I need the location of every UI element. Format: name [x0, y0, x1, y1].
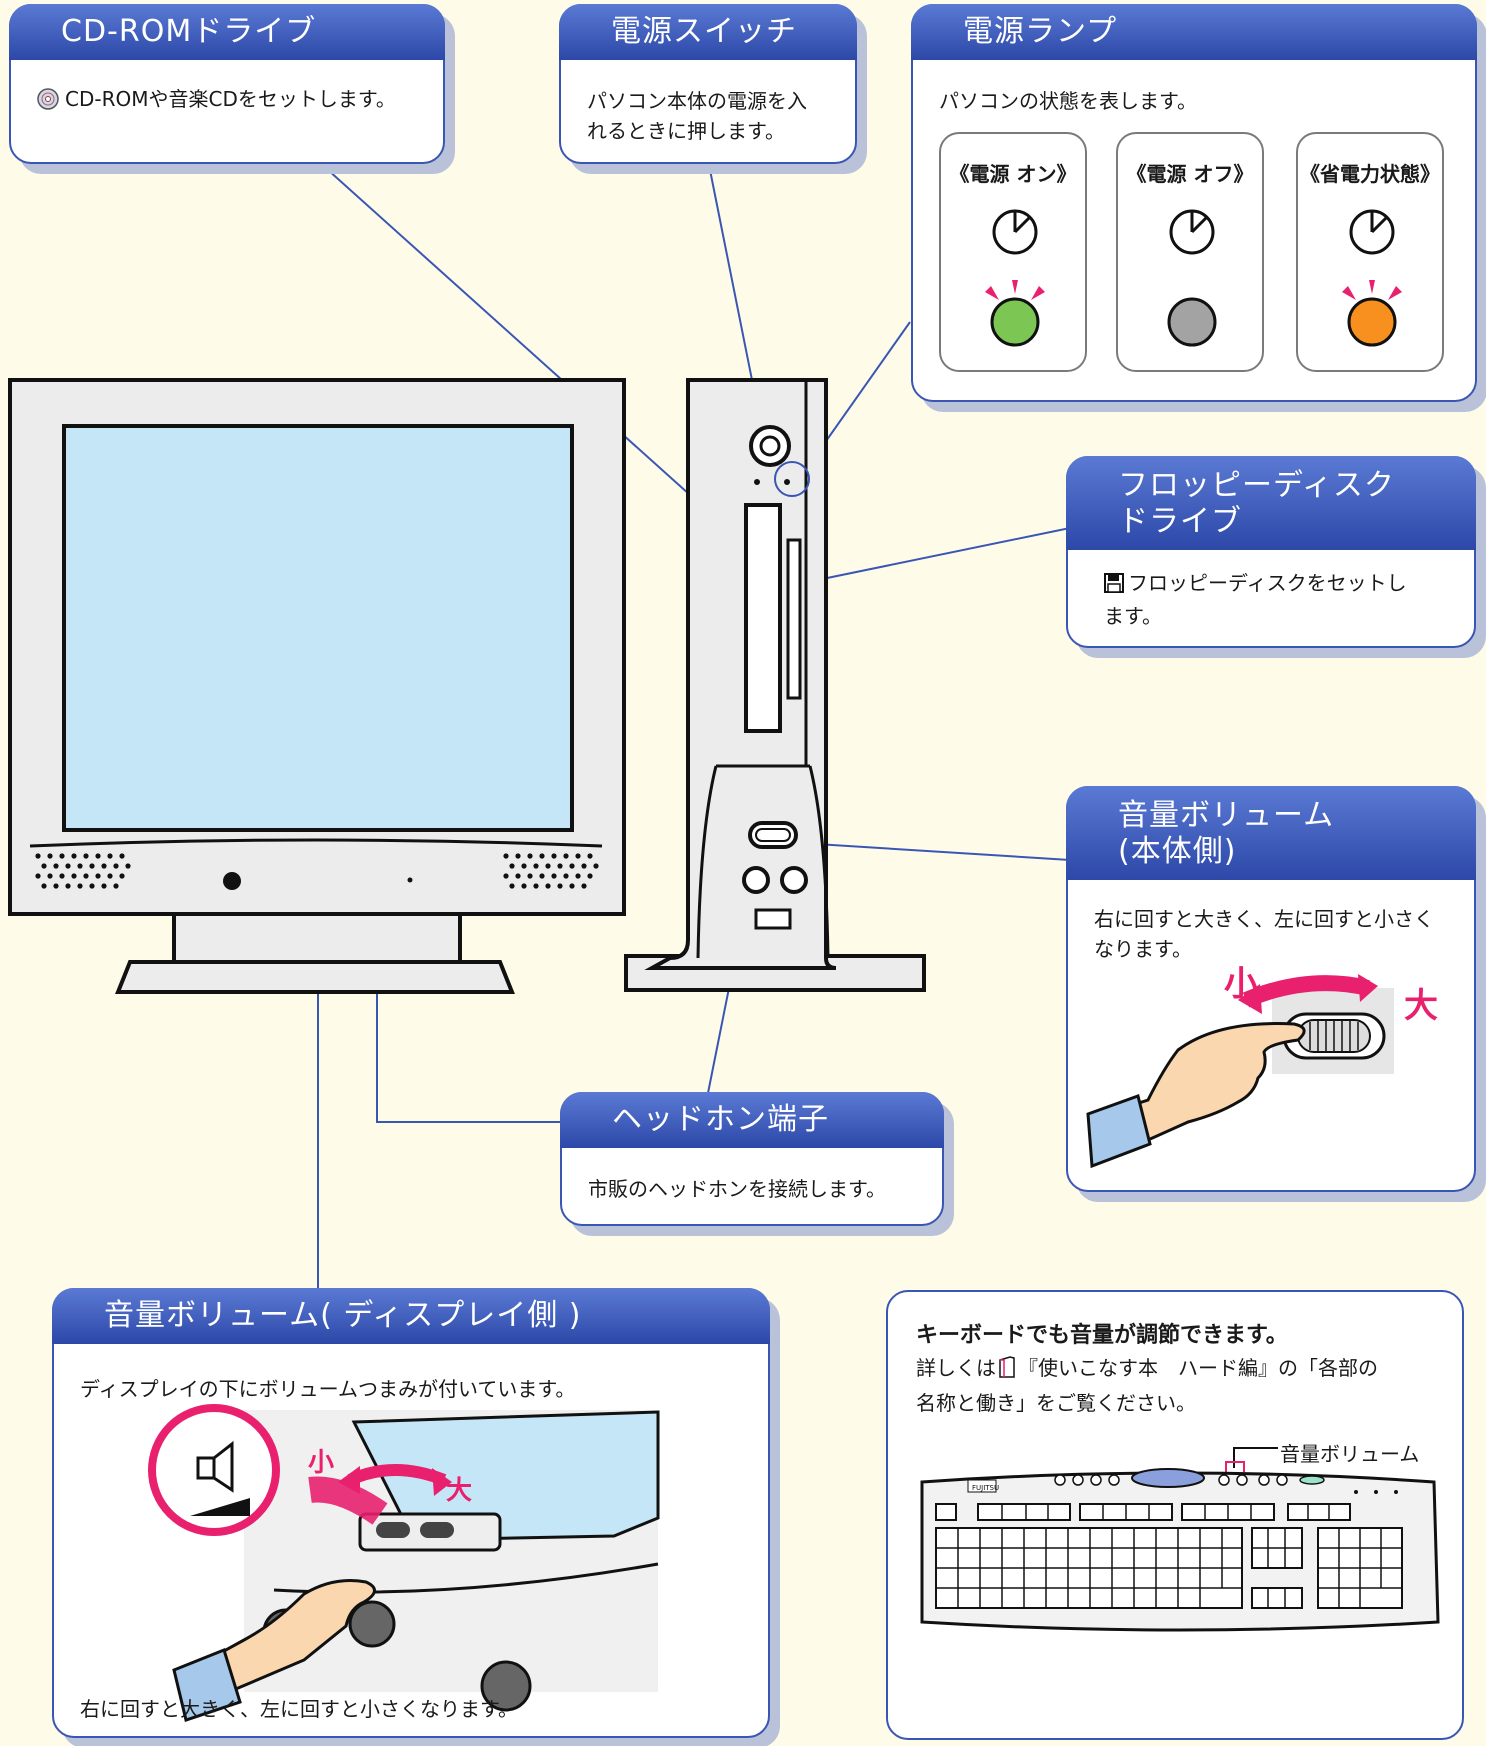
volume-body-title: 音量ボリューム (本体側): [1066, 786, 1476, 880]
volume-display-small-label: 小: [308, 1448, 335, 1478]
power-lamp-callout: 電源ランプ パソコンの状態を表します。 《電源 オン》 《電源 オフ》: [911, 4, 1477, 402]
blink-indicator-icon: [985, 280, 1045, 300]
lamp-indicator: [990, 297, 1040, 347]
floppy-description-line1: フロッピーディスクをセットし: [1128, 571, 1407, 595]
floppy-title-line1: フロッピーディスク: [1118, 468, 1395, 503]
volume-display-large-label: 大: [446, 1476, 473, 1506]
monitor-volume-knob: [223, 872, 241, 890]
floppy-title: フロッピーディスク ドライブ: [1066, 456, 1476, 550]
volume-body-large-label: 大: [1404, 986, 1438, 1026]
tower-pc: [624, 378, 926, 992]
power-symbol-icon: [992, 209, 1038, 255]
lamp-indicator: [1167, 297, 1217, 347]
hand: [1092, 1022, 1306, 1156]
keyboard-brand: FUJITSU: [972, 1484, 999, 1492]
volume-body-description-line2: なります。: [1094, 937, 1192, 961]
power-symbol-icon: [1349, 209, 1395, 255]
cdrom-drive: [744, 503, 782, 733]
sleeve: [172, 1648, 242, 1722]
right-speaker-grille: [503, 853, 599, 889]
headphone-title: ヘッドホン端子: [560, 1092, 944, 1148]
lamp-state-label: 《電源 オン》: [949, 162, 1077, 186]
volume-display-rotate-description: 右に回すと大きく、左に回すと小さくなります。: [80, 1697, 518, 1721]
floppy-description-line2: ます。: [1104, 604, 1162, 628]
cdrom-callout: CD-ROMドライブ CD-ROMや音楽CDをセットします。: [9, 4, 445, 164]
manual-book-icon: [998, 1355, 1016, 1387]
power-switch: [749, 425, 791, 467]
blink-indicator-icon: [1342, 280, 1402, 300]
speaker-icon: [196, 1440, 234, 1493]
volume-display-callout: 音量ボリューム( ディスプレイ側 ) ディスプレイの下にボリュームつまみが付いて…: [52, 1288, 770, 1738]
lamp-indicator: [1347, 297, 1397, 347]
volume-body-callout: 音量ボリューム (本体側) 右に回すと大きく、左に回すと小さく なります。 小 …: [1066, 786, 1476, 1192]
volume-display-title: 音量ボリューム( ディスプレイ側 ): [52, 1288, 770, 1344]
volume-body-title-line2: (本体側): [1118, 834, 1237, 869]
volume-body-small-label: 小: [1224, 964, 1258, 1004]
keyboard-tip-text-prefix: 詳しくは: [916, 1356, 996, 1380]
volume-display-description: ディスプレイの下にボリュームつまみが付いています。: [80, 1377, 576, 1401]
keyboard-tip-title: キーボードでも音量が調節できます。: [916, 1323, 1288, 1348]
keyboard-illustration: FUJITSU: [920, 1447, 1440, 1632]
power-switch-title: 電源スイッチ: [559, 4, 857, 60]
headphone-description: 市販のヘッドホンを接続します。: [588, 1177, 886, 1201]
keyboard-volume-label: 音量ボリューム: [1280, 1442, 1420, 1466]
volume-body-title-line1: 音量ボリューム: [1118, 798, 1335, 833]
floppy-drive-slot: [786, 538, 802, 700]
power-symbol-icon: [1169, 209, 1215, 255]
cdrom-description: CD-ROMや音楽CDをセットします。: [65, 87, 396, 111]
keyboard-tip-callout: キーボードでも音量が調節できます。 詳しくは『使いこなす本 ハード編』の「各部の…: [886, 1290, 1464, 1740]
power-switch-description-line1: パソコン本体の電源を入: [587, 89, 807, 113]
power-lamp-title: 電源ランプ: [911, 4, 1477, 60]
power-switch-description-line2: れるときに押します。: [587, 119, 785, 143]
lamp-state-label: 《省電力状態》: [1300, 162, 1440, 186]
floppy-title-line2: ドライブ: [1118, 504, 1242, 539]
floppy-callout: フロッピーディスク ドライブ フロッピーディスクをセットし ます。: [1066, 456, 1476, 648]
volume-display-illustration: [148, 1404, 660, 1722]
headphone-callout: ヘッドホン端子 市販のヘッドホンを接続します。: [560, 1092, 944, 1226]
hand: [201, 1579, 376, 1696]
power-lamp: [784, 479, 790, 485]
headphone-jack: [742, 866, 770, 894]
cd-icon: [37, 88, 59, 118]
lamp-state-power-saving: 《省電力状態》: [1296, 132, 1444, 372]
keyboard-tip-text-line2: 名称と働き」をご覧ください。: [916, 1391, 1196, 1415]
volume-level-icon: [190, 1498, 250, 1516]
lamp-state-on: 《電源 オン》: [939, 132, 1087, 372]
floppy-disk-icon: [1104, 571, 1124, 601]
power-switch-callout: 電源スイッチ パソコン本体の電源を入 れるときに押します。: [559, 4, 857, 164]
keyboard-tip-text-suffix: 『使いこなす本 ハード編』の「各部の: [1018, 1356, 1378, 1380]
lamp-state-off: 《電源 オフ》: [1116, 132, 1264, 372]
cdrom-title: CD-ROMドライブ: [9, 4, 445, 60]
lamp-state-label: 《電源 オフ》: [1126, 162, 1254, 186]
monitor-screen: [62, 424, 574, 832]
left-speaker-grille: [35, 853, 131, 889]
monitor: [8, 378, 626, 994]
volume-body-illustration: [1086, 974, 1394, 1169]
power-lamp-description: パソコンの状態を表します。: [939, 89, 1197, 113]
volume-body-description-line1: 右に回すと大きく、左に回すと小さく: [1094, 907, 1434, 931]
sleeve: [1086, 1094, 1152, 1169]
